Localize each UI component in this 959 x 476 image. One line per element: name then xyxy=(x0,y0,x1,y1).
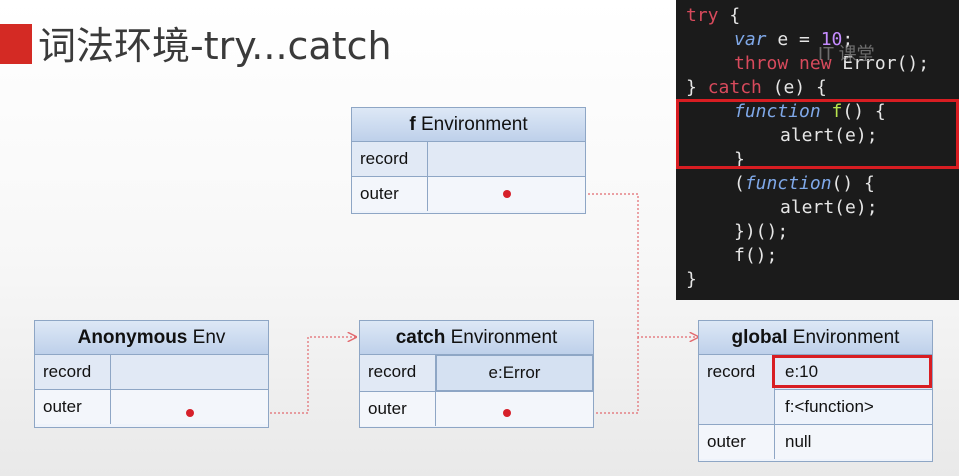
global-record-values: e:10 f:<function> xyxy=(775,355,932,424)
anonymous-environment-box: Anonymous Env record outer xyxy=(34,320,269,428)
code-line-11: f(); xyxy=(734,245,778,266)
global-outer-label: outer xyxy=(699,425,775,459)
anonymous-outer-label: outer xyxy=(35,390,111,424)
anonymous-record-row: record xyxy=(35,355,268,390)
anonymous-environment-header: Anonymous Env xyxy=(35,321,268,355)
code-line-2: var e = 10; xyxy=(734,29,854,50)
f-record-row: record xyxy=(352,142,585,177)
global-record-label: record xyxy=(699,355,775,424)
catch-outer-pointer-dot xyxy=(503,409,511,417)
catch-record-label: record xyxy=(360,355,436,391)
catch-record-value: e:Error xyxy=(436,355,593,391)
anonymous-outer-pointer-cell xyxy=(111,390,268,424)
slide-title: 词法环境-try...catch xyxy=(38,24,392,68)
code-line-9: alert(e); xyxy=(780,197,878,218)
catch-outer-label: outer xyxy=(360,392,436,426)
f-outer-pointer-dot xyxy=(503,190,511,198)
global-record-f-value: f:<function> xyxy=(775,390,932,424)
f-outer-row: outer xyxy=(352,177,585,211)
catch-environment-header: catch Environment xyxy=(360,321,593,355)
title-accent-bar xyxy=(0,24,32,64)
catch-outer-row: outer xyxy=(360,392,593,426)
anonymous-record-label: record xyxy=(35,355,111,389)
anonymous-outer-row: outer xyxy=(35,390,268,424)
catch-environment-box: catch Environment record e:Error outer xyxy=(359,320,594,428)
code-line-7: } xyxy=(734,149,745,170)
code-line-6: alert(e); xyxy=(780,125,878,146)
global-outer-row: outer null xyxy=(699,425,932,459)
f-outer-label: outer xyxy=(352,177,428,211)
global-record-block: record e:10 f:<function> xyxy=(699,355,932,425)
global-e-highlight-box xyxy=(772,355,932,388)
catch-outer-pointer-cell xyxy=(436,392,593,426)
global-environment-header: global Environment xyxy=(699,321,932,355)
anonymous-outer-pointer-dot xyxy=(186,409,194,417)
code-line-8: (function() { xyxy=(734,173,875,194)
watermark: IT 课堂 xyxy=(818,44,875,64)
global-environment-box: global Environment record e:10 f:<functi… xyxy=(698,320,933,462)
code-line-1: try { xyxy=(686,5,741,26)
f-environment-header: f Environment xyxy=(352,108,585,142)
f-environment-box: f Environment record outer xyxy=(351,107,586,214)
code-line-10: })(); xyxy=(734,221,789,242)
code-panel: try { var e = 10; throw new Error(); } c… xyxy=(676,0,959,300)
anonymous-record-value xyxy=(111,355,268,389)
code-line-5: function f() { xyxy=(734,101,886,122)
code-line-3: throw new Error(); xyxy=(734,53,930,74)
global-record-e-value: e:10 xyxy=(775,355,932,390)
global-outer-value: null xyxy=(785,432,812,451)
f-record-label: record xyxy=(352,142,428,176)
f-record-value xyxy=(428,142,585,176)
code-line-12: } xyxy=(686,269,697,290)
code-line-4: } catch (e) { xyxy=(686,77,827,98)
catch-record-row: record e:Error xyxy=(360,355,593,392)
arrow-f-to-global xyxy=(508,193,698,337)
function-f-highlight-box xyxy=(676,99,959,169)
